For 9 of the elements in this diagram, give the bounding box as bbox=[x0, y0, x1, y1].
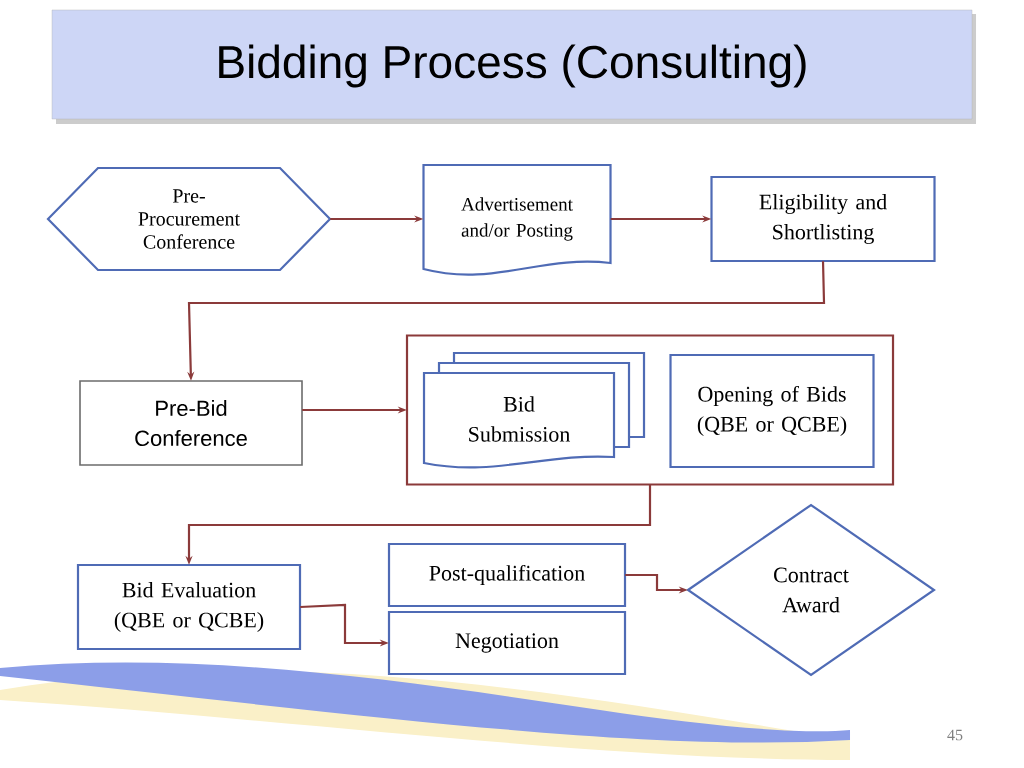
process-box: Pre-Bid Conference bbox=[79, 380, 303, 466]
process-box: Eligibility and Shortlisting bbox=[710, 175, 936, 263]
process-box: Bid Evaluation (QBE or QCBE) bbox=[76, 563, 302, 651]
preparation-hexagon: Pre- Procurement Conference bbox=[46, 166, 332, 272]
title-banner: Bidding Process (Consulting) bbox=[51, 9, 976, 124]
process-box: Post-qualification bbox=[387, 542, 627, 608]
page-number: 45 bbox=[947, 729, 963, 741]
process-box: Negotiation bbox=[387, 610, 627, 676]
process-box: Opening of Bids (QBE or QCBE) bbox=[669, 353, 875, 469]
